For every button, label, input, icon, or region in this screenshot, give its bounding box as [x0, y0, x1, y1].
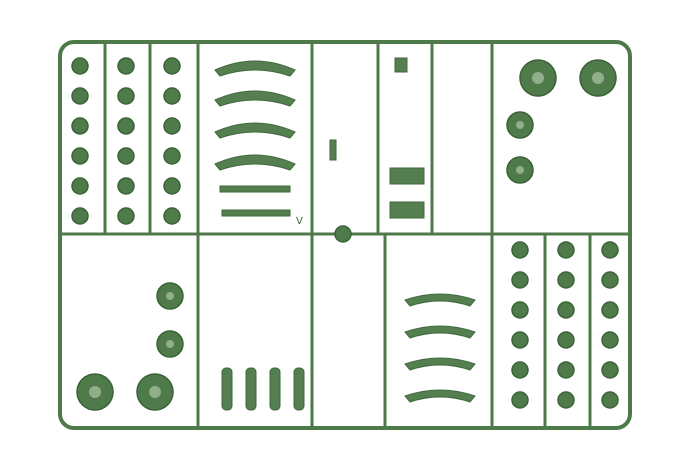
- sprue-marking: V: [296, 216, 303, 227]
- road-wheels-right: [511, 241, 619, 409]
- sprockets-top-right: [506, 59, 617, 184]
- exhaust-parts: [221, 367, 305, 411]
- leaf-springs-top: [214, 60, 296, 217]
- leaf-springs-bottom: [404, 293, 476, 403]
- small-parts-middle: [329, 57, 425, 243]
- wheels-lower-left: [76, 282, 184, 411]
- divider-v-group: [103, 42, 592, 428]
- road-wheels-left: [71, 57, 181, 225]
